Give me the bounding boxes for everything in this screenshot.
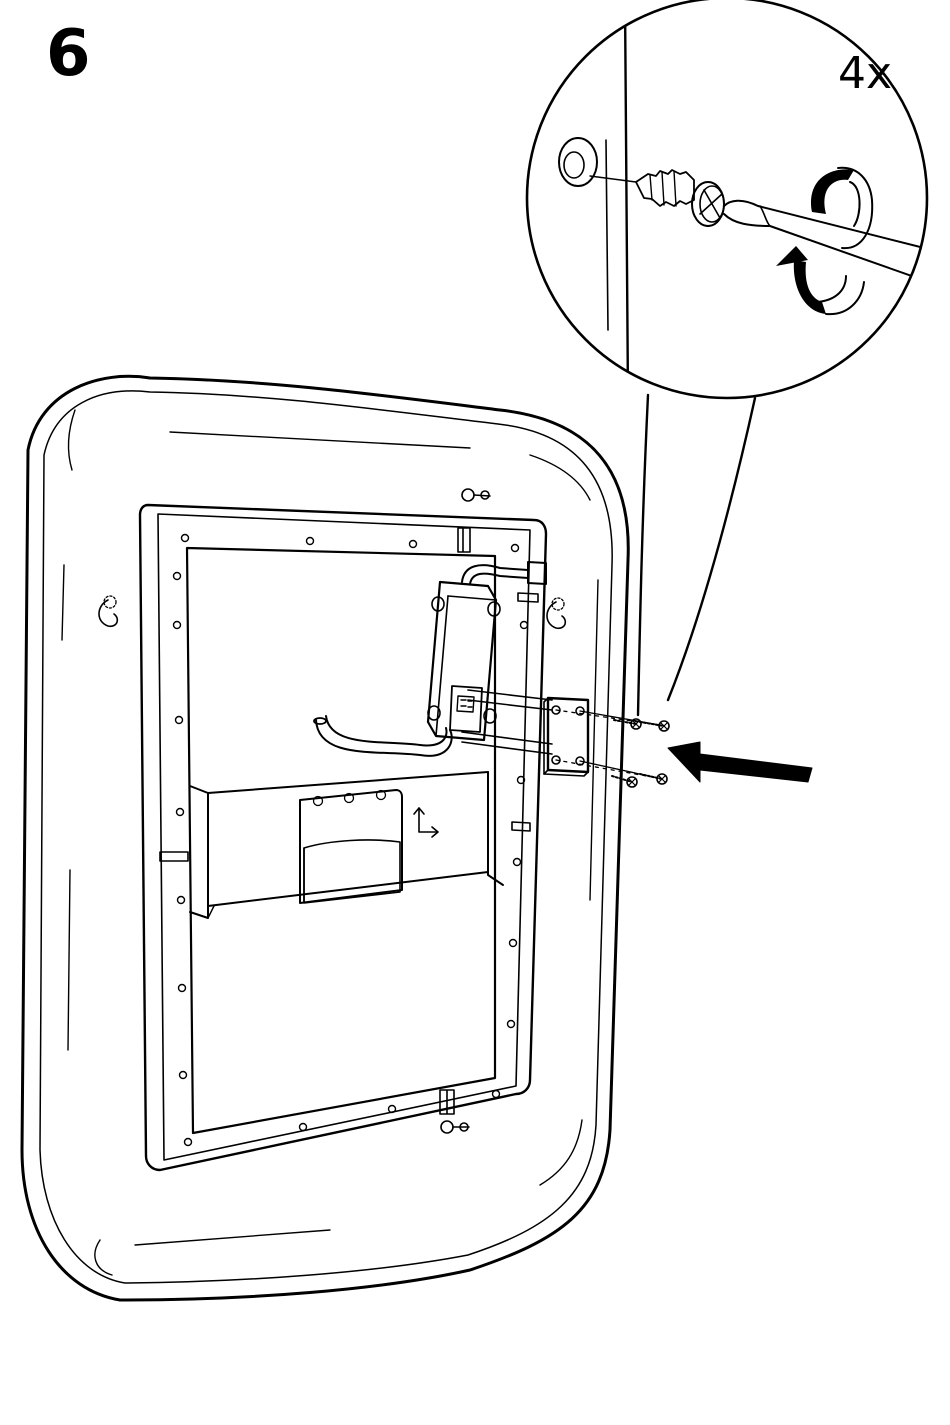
- clips: [160, 528, 538, 1114]
- screwdriver-icon: [724, 201, 940, 286]
- screw: [640, 774, 667, 784]
- insert-arrow: [668, 742, 812, 782]
- keyhole-slot-top: [462, 489, 490, 501]
- holder-plate: [300, 790, 402, 903]
- mirror-back-panel: [22, 376, 628, 1300]
- detail-callout: [527, 0, 940, 400]
- screw: [640, 721, 669, 731]
- rotate-arrow-icon: [776, 168, 872, 314]
- screw-detail-icon: [636, 170, 724, 226]
- hook-right: [547, 598, 565, 628]
- keyhole-slot-bottom: [441, 1121, 469, 1133]
- hook-left: [99, 596, 117, 626]
- screw: [612, 776, 637, 787]
